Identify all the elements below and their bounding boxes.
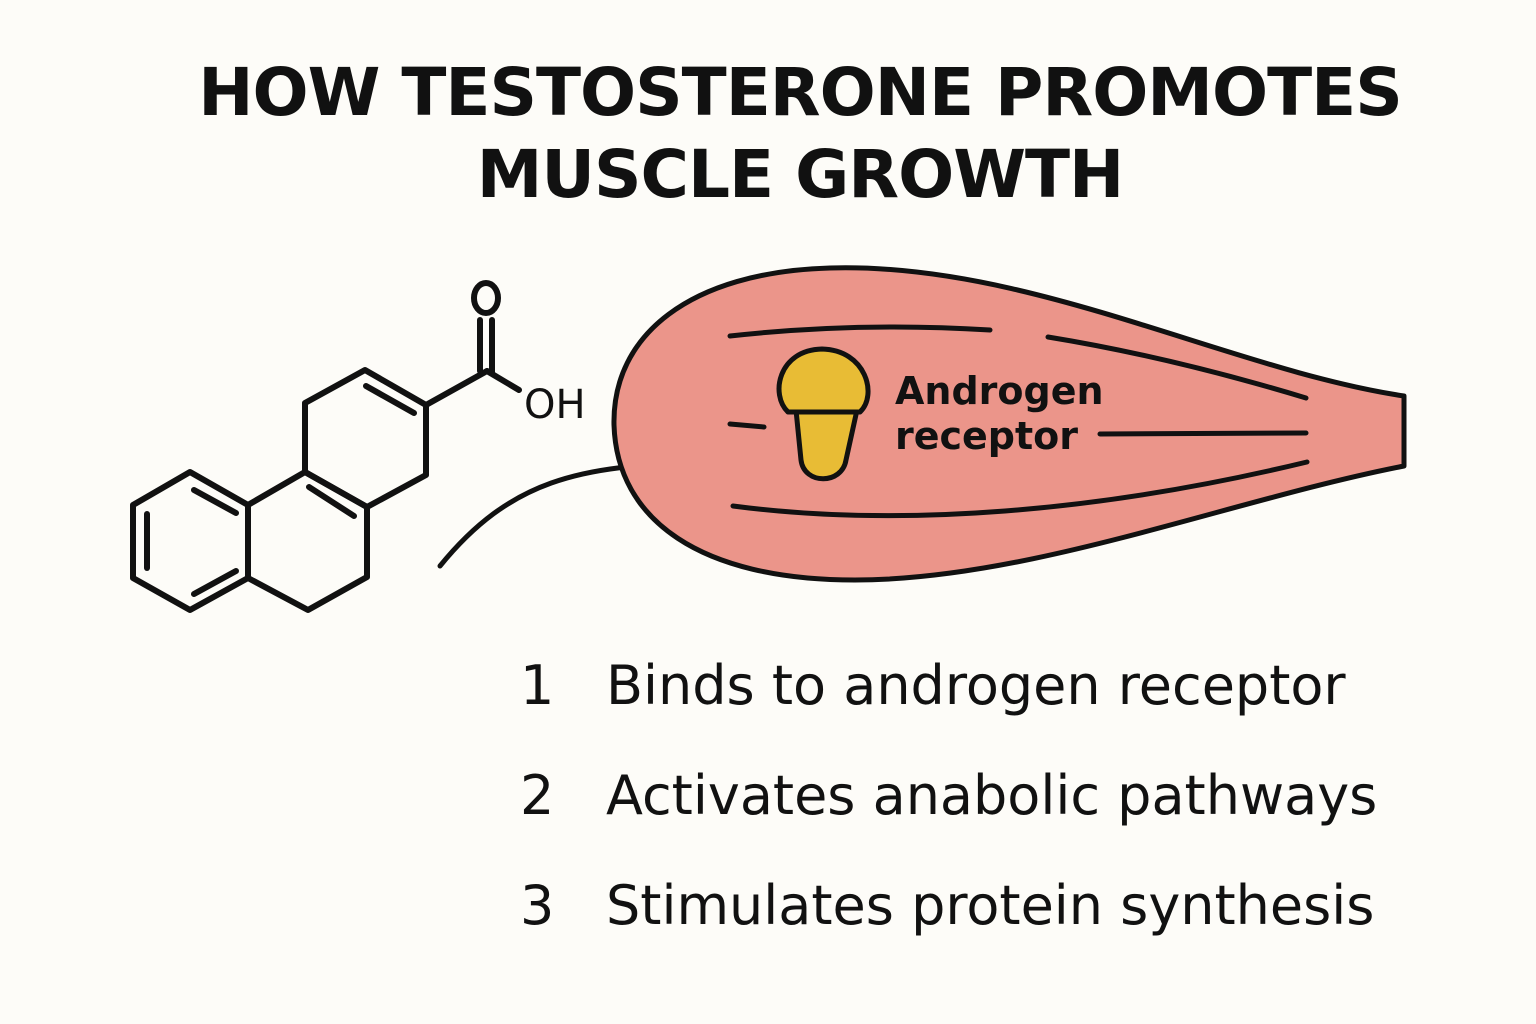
step-text: Binds to androgen receptor: [606, 653, 1346, 717]
step-number: 3: [520, 873, 555, 937]
step-item: 1 Binds to androgen receptor: [520, 630, 1377, 740]
receptor-cap: [776, 346, 871, 415]
receptor-label-line-1: Androgen: [895, 369, 1104, 413]
upper-ring-double-bond: [363, 383, 417, 416]
hydroxyl-bond: [484, 368, 522, 393]
step-number: 1: [520, 653, 555, 717]
benzene-double-bond-3: [191, 568, 239, 597]
steps-list: 1 Binds to androgen receptor 2 Activates…: [520, 630, 1377, 960]
benzene-double-bond-2: [191, 487, 239, 516]
title-line-2: MUSCLE GROWTH: [476, 136, 1125, 213]
carbonyl-oxygen: [471, 280, 501, 316]
benzene-ring: [130, 469, 251, 613]
step-item: 2 Activates anabolic pathways: [520, 740, 1377, 850]
muscle-body: [611, 265, 1407, 583]
upper-ring: [302, 367, 429, 510]
page-title: HOW TESTOSTERONE PROMOTES MUSCLE GROWTH: [0, 52, 1536, 216]
title-line-1: HOW TESTOSTERONE PROMOTES: [198, 54, 1402, 131]
middle-ring-double-bond: [306, 484, 357, 519]
receptor-stem: [793, 407, 860, 482]
hydroxyl-label: OH: [524, 382, 586, 428]
androgen-receptor-icon: [776, 346, 871, 482]
muscle-fiber-1: [727, 324, 993, 339]
muscle-fiber-3: [727, 421, 767, 430]
muscle-fiber-4: [1097, 430, 1309, 437]
middle-ring: [245, 469, 370, 613]
step-item: 3 Stimulates protein synthesis: [520, 850, 1377, 960]
carboxyl-bond: [423, 368, 490, 408]
step-number: 2: [520, 763, 555, 827]
receptor-label-line-2: receptor: [895, 414, 1078, 458]
muscle-fiber-5: [730, 459, 1310, 519]
step-text: Activates anabolic pathways: [606, 763, 1378, 827]
step-text: Stimulates protein synthesis: [606, 873, 1375, 937]
muscle-fibers: [727, 324, 1310, 519]
muscle-fiber-2: [1045, 334, 1309, 401]
molecule-structure: [130, 280, 522, 613]
